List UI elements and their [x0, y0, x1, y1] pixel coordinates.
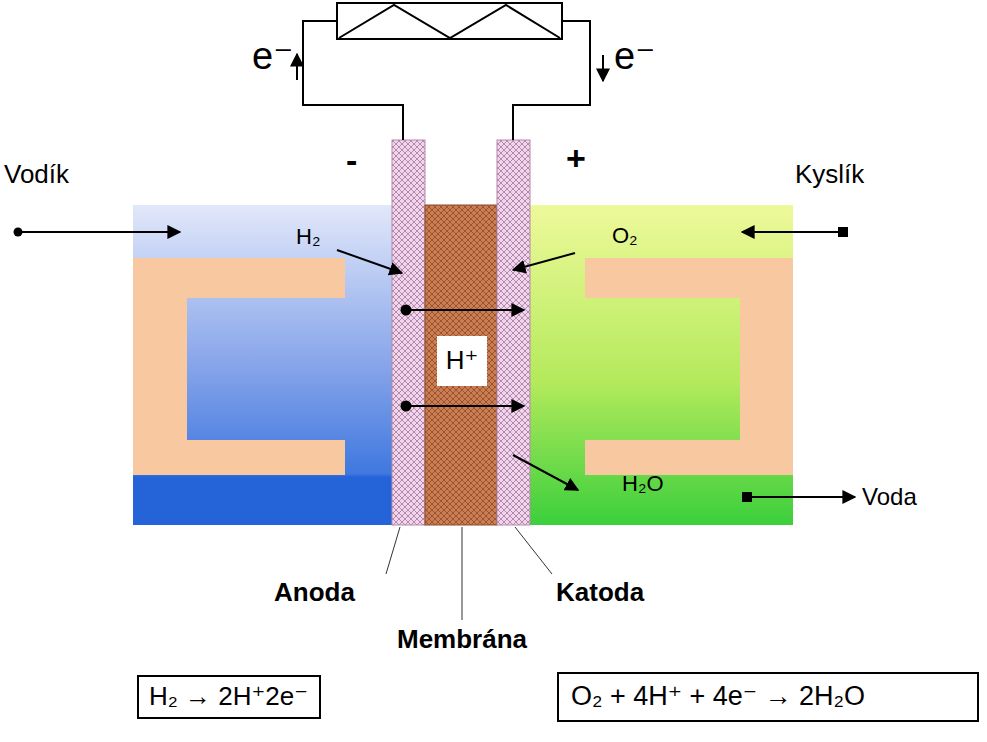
leader-line [515, 527, 552, 574]
inlet-arrow [18, 231, 180, 233]
formula-label: H₂O [622, 472, 664, 496]
flow-plate [133, 258, 345, 475]
node-text: O₂ + 4H⁺ + 4e⁻ → 2H₂O [571, 681, 865, 712]
reactant-arrow [513, 253, 575, 270]
electron-label: e⁻ [252, 36, 293, 78]
gas-label: Vodík [4, 160, 69, 189]
equation-box: H₂ → 2H⁺2e⁻ [137, 675, 321, 719]
oxygen-chamber [530, 205, 793, 525]
proton-arrow [406, 405, 524, 407]
proton-box: H⁺ [437, 336, 487, 386]
formula-label: O₂ [612, 224, 638, 248]
polarity-sign: + [566, 140, 586, 177]
cathode-electrode [497, 140, 530, 525]
electron-label: e⁻ [614, 36, 655, 78]
hydrogen-chamber [133, 205, 392, 525]
resistor-zigzag [339, 5, 560, 38]
product-arrow [513, 455, 578, 490]
node-text: H⁺ [446, 346, 479, 376]
inlet-arrow [742, 231, 843, 233]
water-label: Voda [862, 484, 917, 510]
reactant-arrow [337, 250, 402, 273]
flow-plate [585, 258, 793, 475]
part-label: Membrána [397, 625, 527, 654]
part-label: Anoda [274, 578, 355, 607]
proton-arrow [406, 309, 524, 311]
equation-box: O₂ + 4H⁺ + 4e⁻ → 2H₂O [557, 672, 979, 722]
outlet-arrow [747, 496, 855, 498]
electron-arrow [602, 55, 604, 81]
membrane [425, 205, 497, 525]
resistor-symbol [337, 3, 562, 39]
part-label: Katoda [556, 578, 644, 607]
electron-arrow [296, 54, 298, 80]
formula-label: H₂ [296, 225, 320, 249]
leader-line [462, 527, 463, 620]
gas-label: Kyslík [795, 160, 864, 189]
leader-line [386, 527, 400, 574]
node-text: H₂ → 2H⁺2e⁻ [149, 682, 308, 712]
polarity-sign: - [346, 142, 357, 179]
anode-electrode [392, 140, 425, 525]
